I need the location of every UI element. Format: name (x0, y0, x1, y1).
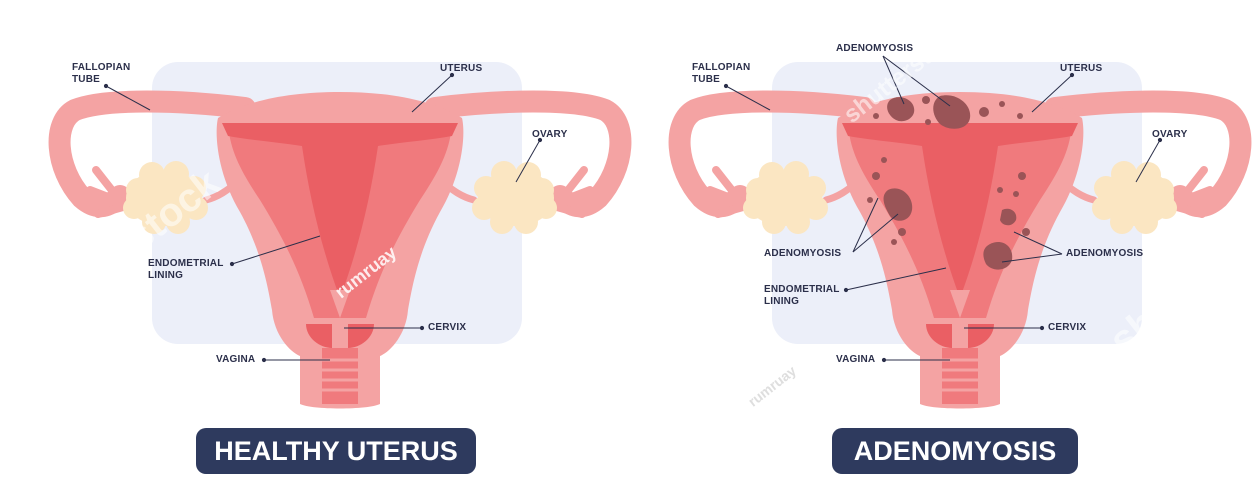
label-endometrial-lining-healthy: ENDOMETRIAL LINING (148, 258, 224, 282)
label-uterus-healthy: UTERUS (440, 63, 482, 75)
label-adenomyosis-top: ADENOMYOSIS (836, 43, 913, 55)
label-uterus-adeno: UTERUS (1060, 63, 1102, 75)
label-adenomyosis-left: ADENOMYOSIS (764, 248, 841, 260)
label-vagina-healthy: VAGINA (216, 354, 255, 366)
label-fallopian-tube-adeno: FALLOPIAN TUBE (692, 62, 750, 86)
label-cervix-adeno: CERVIX (1048, 322, 1086, 334)
label-ovary-healthy: OVARY (532, 129, 567, 141)
title-healthy-uterus: HEALTHY UTERUS (196, 428, 476, 474)
label-ovary-adeno: OVARY (1152, 129, 1187, 141)
healthy-uterus-organ (60, 62, 621, 409)
label-adenomyosis-right: ADENOMYOSIS (1066, 248, 1143, 260)
label-fallopian-tube-healthy: FALLOPIAN TUBE (72, 62, 130, 86)
label-vagina-adeno: VAGINA (836, 354, 875, 366)
label-endometrial-lining-adeno: ENDOMETRIAL LINING (764, 284, 840, 308)
label-cervix-healthy: CERVIX (428, 322, 466, 334)
title-adenomyosis: ADENOMYOSIS (832, 428, 1078, 474)
